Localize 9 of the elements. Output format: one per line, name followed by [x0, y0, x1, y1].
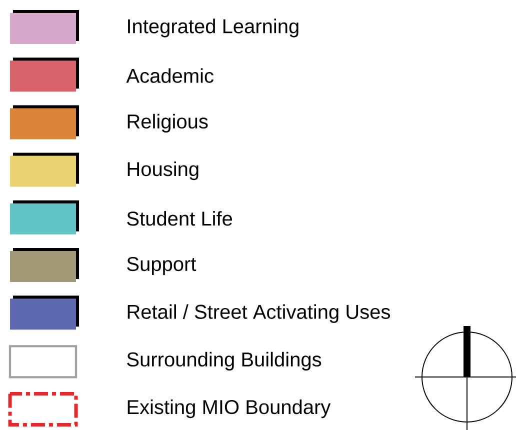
legend-label: Housing — [128, 161, 198, 180]
legend-label: Integrated Learning — [128, 18, 298, 38]
legend-label: Retail / Street Activating Uses — [128, 304, 390, 323]
legend-label: Existing MIO Boundary — [128, 399, 331, 418]
legend-label: Academic — [126, 68, 214, 83]
legend-label: Student Life — [127, 211, 232, 226]
legend-label: Support — [127, 256, 196, 276]
legend-label: Religious — [128, 114, 208, 133]
legend-label: Surrounding Buildings — [127, 352, 322, 371]
